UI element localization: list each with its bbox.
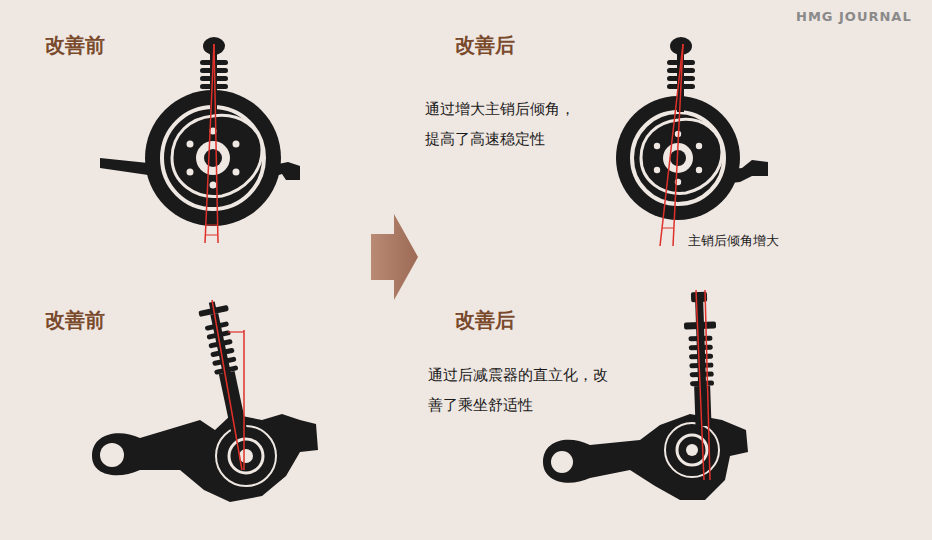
note-text: 通过后减震器的直立化，改 善了乘坐舒适性 [428,360,620,420]
rear-suspension-after [543,290,748,500]
front-wheel-before [100,37,300,243]
callout-label: 主销后倾角增大 [688,233,779,249]
section-heading: 改善前 [45,33,105,57]
direction-arrow [371,214,418,300]
front-wheel-after [616,37,768,246]
section-heading: 改善后 [455,33,515,57]
watermark: HMG JOURNAL [796,9,912,25]
note-text: 通过增大主销后倾角， 提高了高速稳定性 [425,94,597,154]
section-heading: 改善后 [455,308,515,332]
section-heading: 改善前 [45,308,105,332]
rear-suspension-before [92,299,318,502]
